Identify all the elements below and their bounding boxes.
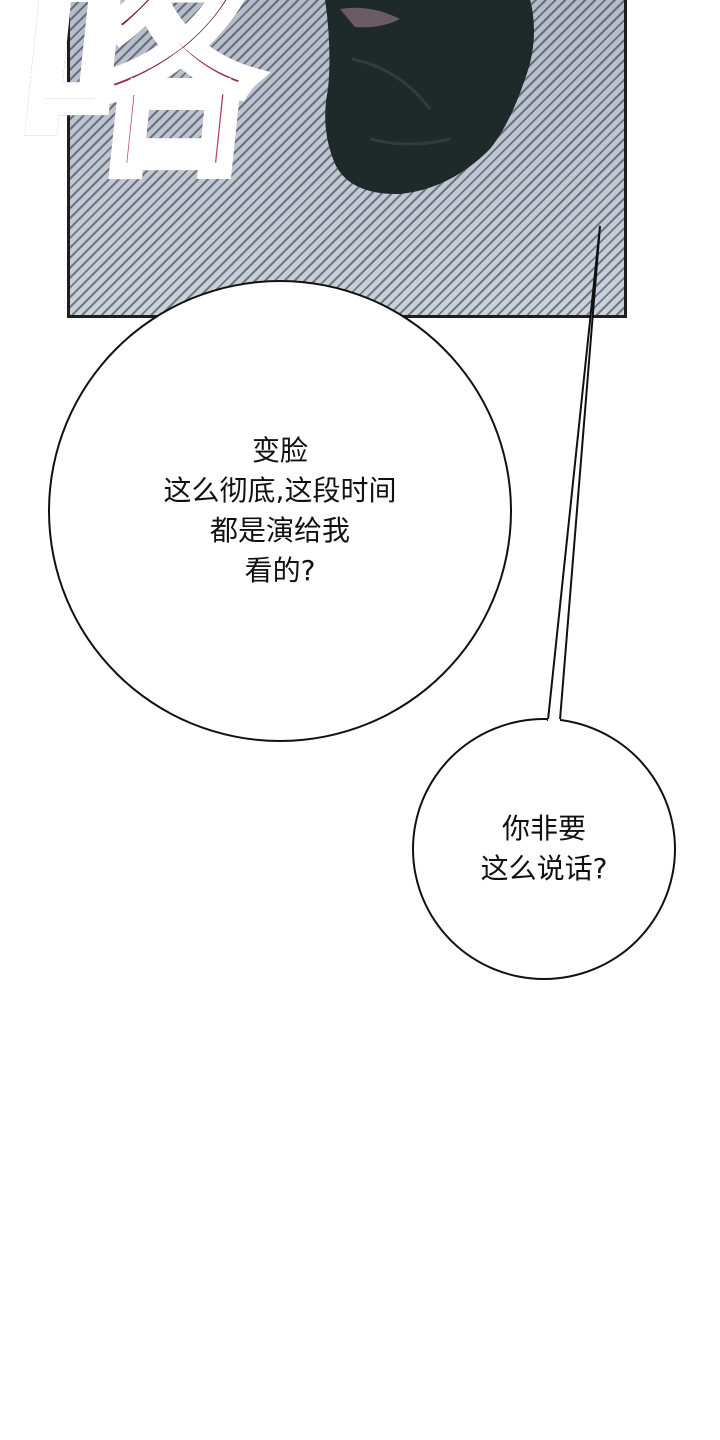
speech-bubble-small-text: 你非要 这么说话? (481, 809, 608, 889)
character-sleeve-silhouette (325, 0, 534, 195)
speech-line: 都是演给我 (209, 514, 350, 547)
speech-line: 变脸 (251, 434, 308, 467)
speech-line: 你非要 (501, 812, 586, 845)
speech-bubble-main: 变脸 这么彻底,这段时间 都是演给我 看的? (48, 280, 512, 742)
speech-bubble-main-text: 变脸 这么彻底,这段时间 都是演给我 看的? (164, 431, 397, 591)
comic-panel-speedlines (67, 0, 627, 318)
speech-bubble-small: 你非要 这么说话? (412, 718, 676, 980)
speech-line: 这么彻底,这段时间 (163, 474, 397, 507)
speech-line: 这么说话? (480, 852, 608, 885)
speech-line: 看的? (244, 554, 316, 587)
